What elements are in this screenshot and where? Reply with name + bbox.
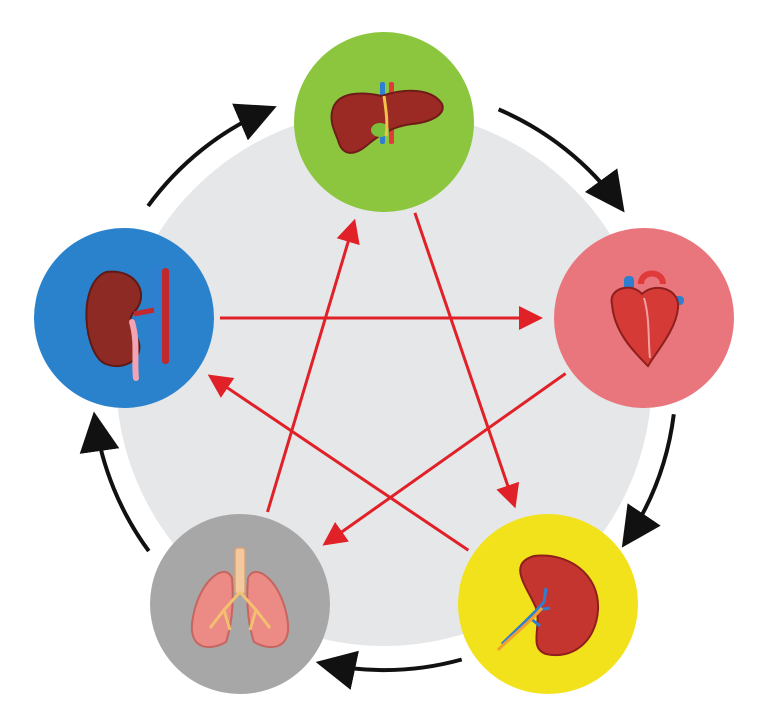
spleen-icon <box>496 554 600 657</box>
control-arrow-lungs-to-liver <box>266 218 360 513</box>
node-heart <box>554 228 734 408</box>
cycle-arrow-heart-to-spleen <box>621 413 676 548</box>
cycle-arrow-spleen-to-lungs <box>315 650 463 690</box>
control-arrow-liver-to-spleen <box>413 212 520 509</box>
organ-nodes <box>34 32 734 694</box>
control-arrow-spleen-to-kidney <box>207 374 470 552</box>
cycle-arrow-lungs-to-kidney <box>79 411 151 553</box>
controlling-star-arrows <box>207 212 567 552</box>
node-lungs <box>150 514 330 694</box>
lungs-node-circle <box>150 514 330 694</box>
liver-icon <box>330 82 444 154</box>
node-liver <box>294 32 474 212</box>
cycle-arrow-liver-to-heart <box>497 107 625 213</box>
cycle-arrow-kidney-to-liver <box>146 103 277 208</box>
background-disc <box>116 110 652 646</box>
node-kidney <box>34 228 214 408</box>
control-arrow-heart-to-lungs <box>322 372 567 546</box>
lungs-icon <box>190 547 290 649</box>
kidney-icon <box>85 266 169 381</box>
heart-icon <box>610 270 684 368</box>
generating-cycle-arrows <box>79 103 676 690</box>
node-spleen <box>458 514 638 694</box>
